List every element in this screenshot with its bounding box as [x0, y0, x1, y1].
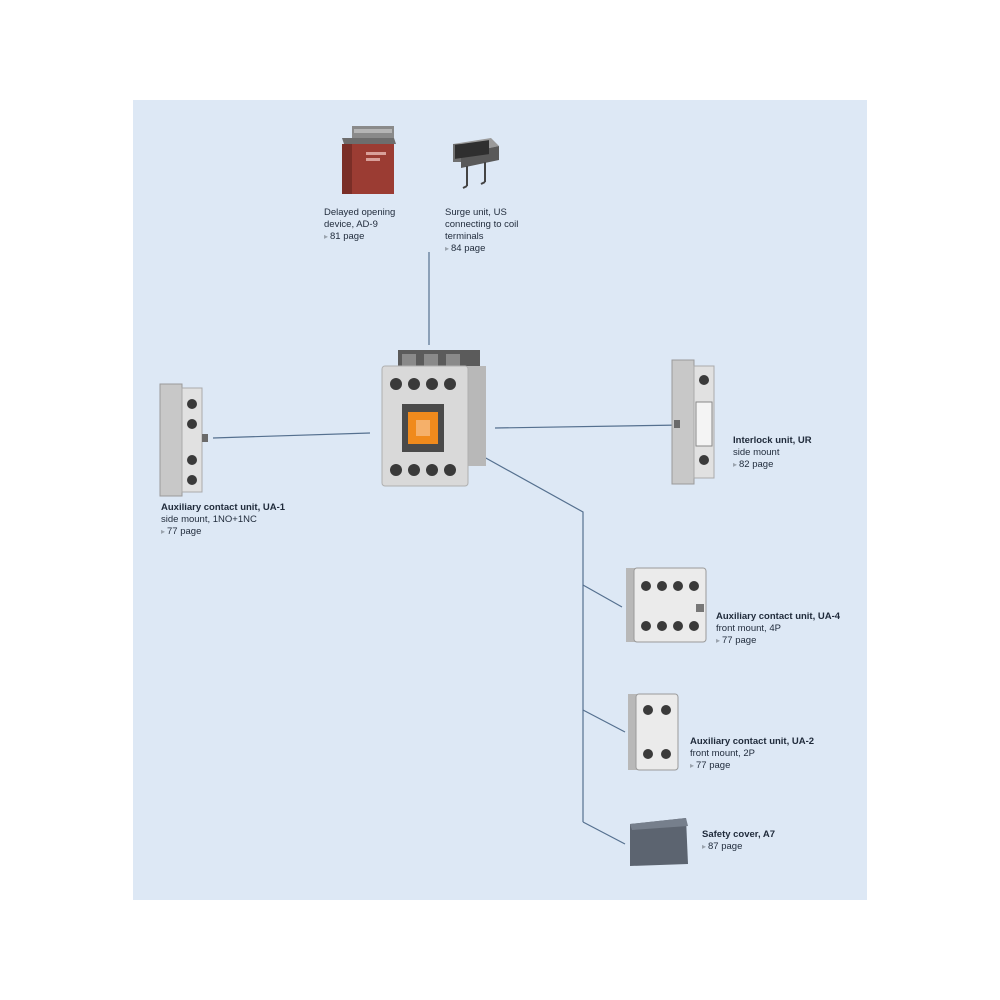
label-title: Interlock unit, UR — [733, 435, 812, 446]
aux-contact-ua2-icon — [628, 693, 679, 771]
label-line: front mount, 4P — [716, 623, 781, 634]
wire-to-front-trunk — [474, 451, 584, 822]
page-ref: 77 page — [167, 526, 202, 537]
page-link-a7[interactable]: ▸87 page — [702, 841, 775, 853]
page-ref: 77 page — [722, 635, 757, 646]
arrow-icon: ▸ — [445, 244, 450, 253]
label-ua1: Auxiliary contact unit, UA-1 side mount,… — [161, 502, 285, 538]
label-title: Auxiliary contact unit, UA-2 — [690, 736, 815, 747]
page-ref: 84 page — [451, 243, 486, 254]
label-a7: Safety cover, A7 ▸87 page — [702, 829, 775, 853]
arrow-icon: ▸ — [324, 232, 329, 241]
label-line: connecting to coil — [445, 219, 519, 230]
arrow-icon: ▸ — [690, 761, 695, 770]
aux-contact-ua1-icon — [159, 383, 208, 497]
label-line: side mount, 1NO+1NC — [161, 514, 257, 525]
page-link-ad9[interactable]: ▸81 page — [324, 231, 395, 243]
label-line: Delayed opening — [324, 207, 396, 218]
diagram-panel — [133, 100, 867, 900]
safety-cover-icon — [630, 818, 688, 866]
label-title: Auxiliary contact unit, UA-1 — [161, 502, 286, 513]
surge-unit-icon — [453, 138, 499, 189]
page-ref: 87 page — [708, 841, 743, 852]
label-ad9: Delayed opening device, AD-9 ▸81 page — [324, 207, 395, 243]
magnetic-contactor-icon — [381, 350, 486, 487]
wire-to-ur — [494, 424, 683, 429]
label-line: side mount — [733, 447, 780, 458]
page-link-ua4[interactable]: ▸77 page — [716, 635, 840, 647]
label-line: front mount, 2P — [690, 748, 755, 759]
interlock-unit-icon — [671, 359, 715, 485]
wire-to-a7 — [582, 821, 626, 845]
wire-to-ua2 — [582, 709, 626, 733]
page-ref: 82 page — [739, 459, 774, 470]
arrow-icon: ▸ — [733, 460, 738, 469]
label-line: terminals — [445, 231, 484, 242]
page-link-ur[interactable]: ▸82 page — [733, 459, 812, 471]
label-title: Auxiliary contact unit, UA-4 — [716, 611, 841, 622]
label-title: Safety cover, A7 — [702, 829, 776, 840]
wire-to-ua4 — [582, 584, 623, 608]
label-line: device, AD-9 — [324, 219, 378, 230]
page-ref: 77 page — [696, 760, 731, 771]
page-link-ua2[interactable]: ▸77 page — [690, 760, 814, 772]
wire-to-ua1 — [212, 432, 371, 439]
label-ua4: Auxiliary contact unit, UA-4 front mount… — [716, 611, 840, 647]
page-link-ua1[interactable]: ▸77 page — [161, 526, 285, 538]
page-link-us[interactable]: ▸84 page — [445, 243, 518, 255]
arrow-icon: ▸ — [161, 527, 166, 536]
arrow-icon: ▸ — [716, 636, 721, 645]
label-ua2: Auxiliary contact unit, UA-2 front mount… — [690, 736, 814, 772]
label-line: Surge unit, US — [445, 207, 507, 218]
delayed-opening-device-icon — [342, 126, 396, 194]
label-us: Surge unit, US connecting to coil termin… — [445, 207, 518, 255]
arrow-icon: ▸ — [702, 842, 707, 851]
aux-contact-ua4-icon — [626, 567, 707, 643]
page-ref: 81 page — [330, 231, 365, 242]
label-ur: Interlock unit, UR side mount ▸82 page — [733, 435, 812, 471]
